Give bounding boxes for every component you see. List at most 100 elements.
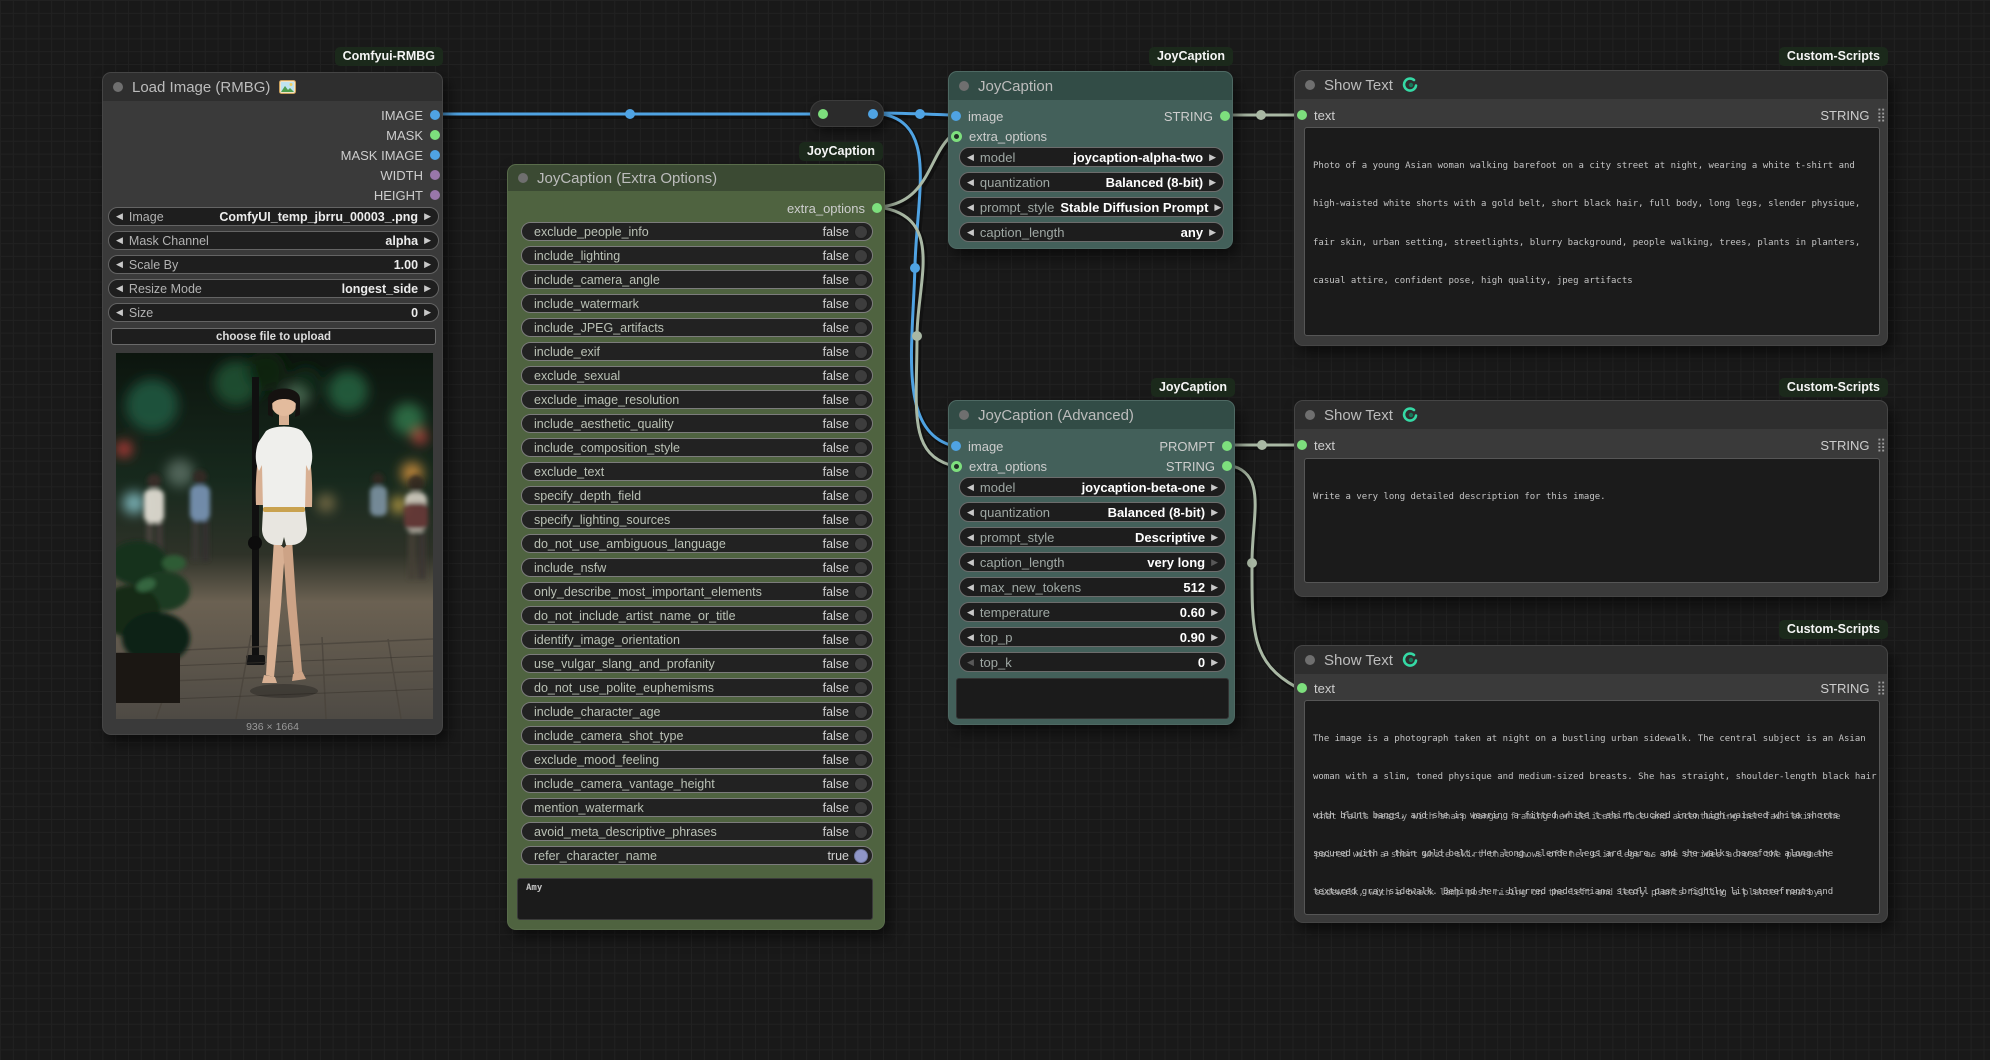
boolean-option-row[interactable]: specify_depth_field false [521, 486, 873, 505]
increment-arrow[interactable]: ▶ [1211, 658, 1218, 667]
boolean-option-row[interactable]: include_watermark false [521, 294, 873, 313]
boolean-option-row[interactable]: include_lighting false [521, 246, 873, 265]
increment-arrow[interactable]: ▶ [1211, 633, 1218, 642]
wire-string-to-showtext3[interactable] [1228, 465, 1296, 687]
boolean-option-row[interactable]: avoid_meta_descriptive_phrases false [521, 822, 873, 841]
joycaption-advanced-node[interactable]: JoyCaption (Advanced) image PROMPT extra… [948, 400, 1235, 725]
boolean-option-row[interactable]: do_not_include_artist_name_or_title fals… [521, 606, 873, 625]
image-input-port[interactable] [951, 111, 961, 121]
node-header[interactable]: JoyCaption [949, 72, 1232, 100]
boolean-option-row[interactable]: only_describe_most_important_elements fa… [521, 582, 873, 601]
toggle-circle[interactable] [854, 537, 868, 551]
toggle-circle[interactable] [854, 465, 868, 479]
boolean-option-row[interactable]: include_composition_style false [521, 438, 873, 457]
show-text-node-3[interactable]: Show Text text STRING⣿ The image is a ph… [1294, 645, 1888, 923]
collapse-dot[interactable] [113, 82, 123, 92]
toggle-circle[interactable] [854, 369, 868, 383]
collapse-dot[interactable] [959, 410, 969, 420]
boolean-option-row[interactable]: exclude_sexual false [521, 366, 873, 385]
toggle-circle[interactable] [854, 561, 868, 575]
boolean-option-row[interactable]: exclude_text false [521, 462, 873, 481]
increment-arrow[interactable]: ▶ [424, 212, 431, 221]
node-header[interactable]: Show Text [1295, 401, 1887, 429]
toggle-circle[interactable] [854, 489, 868, 503]
text-input-port[interactable] [1297, 440, 1307, 450]
boolean-option-row[interactable]: include_camera_angle false [521, 270, 873, 289]
toggle-circle[interactable] [854, 273, 868, 287]
grip-icon[interactable]: ⣿ [1876, 107, 1885, 123]
decrement-arrow[interactable]: ◀ [967, 508, 974, 517]
combo-widget[interactable]: ◀ Resize Mode longest_side ▶ [108, 279, 439, 298]
decrement-arrow[interactable]: ◀ [967, 633, 974, 642]
output-port[interactable] [430, 130, 440, 140]
combo-widget[interactable]: ◀ top_p 0.90 ▶ [959, 627, 1226, 647]
boolean-option-row[interactable]: include_exif false [521, 342, 873, 361]
combo-widget[interactable]: ◀ caption_length very long ▶ [959, 552, 1226, 572]
combo-widget[interactable]: ◀ temperature 0.60 ▶ [959, 602, 1226, 622]
toggle-circle[interactable] [854, 849, 868, 863]
caption-output-text[interactable]: Photo of a young Asian woman walking bar… [1304, 127, 1880, 336]
decrement-arrow[interactable]: ◀ [967, 658, 974, 667]
text-input-port[interactable] [1297, 683, 1307, 693]
toggle-circle[interactable] [854, 225, 868, 239]
increment-arrow[interactable]: ▶ [424, 308, 431, 317]
toggle-circle[interactable] [854, 441, 868, 455]
decrement-arrow[interactable]: ◀ [967, 583, 974, 592]
show-text-node-2[interactable]: Show Text text STRING⣿ Write a very long… [1294, 400, 1888, 597]
string-output-port[interactable] [1220, 111, 1230, 121]
combo-widget[interactable]: ◀ prompt_style Stable Diffusion Prompt ▶ [959, 197, 1224, 217]
node-header[interactable]: Load Image (RMBG) [103, 73, 442, 101]
decrement-arrow[interactable]: ◀ [967, 153, 974, 162]
increment-arrow[interactable]: ▶ [1209, 178, 1216, 187]
text-input-port[interactable] [1297, 110, 1307, 120]
boolean-option-row[interactable]: do_not_use_ambiguous_language false [521, 534, 873, 553]
reroute-node[interactable] [810, 100, 884, 127]
grip-icon[interactable]: ⣿ [1876, 437, 1885, 453]
boolean-option-row[interactable]: mention_watermark false [521, 798, 873, 817]
toggle-circle[interactable] [854, 585, 868, 599]
decrement-arrow[interactable]: ◀ [967, 228, 974, 237]
decrement-arrow[interactable]: ◀ [116, 212, 123, 221]
boolean-option-row[interactable]: specify_lighting_sources false [521, 510, 873, 529]
decrement-arrow[interactable]: ◀ [967, 483, 974, 492]
prompt-output-port[interactable] [1222, 441, 1232, 451]
boolean-option-row[interactable]: include_camera_vantage_height false [521, 774, 873, 793]
increment-arrow[interactable]: ▶ [424, 284, 431, 293]
combo-widget[interactable]: ◀ caption_length any ▶ [959, 222, 1224, 242]
increment-arrow[interactable]: ▶ [1211, 583, 1218, 592]
combo-widget[interactable]: ◀ model joycaption-beta-one ▶ [959, 477, 1226, 497]
reroute-output-port[interactable] [868, 109, 878, 119]
toggle-circle[interactable] [854, 825, 868, 839]
toggle-circle[interactable] [854, 729, 868, 743]
toggle-circle[interactable] [854, 705, 868, 719]
boolean-option-row[interactable]: use_vulgar_slang_and_profanity false [521, 654, 873, 673]
combo-widget[interactable]: ◀ quantization Balanced (8-bit) ▶ [959, 502, 1226, 522]
decrement-arrow[interactable]: ◀ [967, 608, 974, 617]
boolean-option-row[interactable]: do_not_use_polite_euphemisms false [521, 678, 873, 697]
output-port[interactable] [430, 190, 440, 200]
output-port[interactable] [430, 110, 440, 120]
combo-widget[interactable]: ◀ max_new_tokens 512 ▶ [959, 577, 1226, 597]
toggle-circle[interactable] [854, 657, 868, 671]
joycaption-node[interactable]: JoyCaption image STRING extra_options ◀ … [948, 71, 1233, 249]
combo-widget[interactable]: ◀ prompt_style Descriptive ▶ [959, 527, 1226, 547]
decrement-arrow[interactable]: ◀ [116, 284, 123, 293]
image-input-port[interactable] [951, 441, 961, 451]
toggle-circle[interactable] [854, 609, 868, 623]
increment-arrow[interactable]: ▶ [424, 236, 431, 245]
boolean-option-row[interactable]: include_aesthetic_quality false [521, 414, 873, 433]
collapse-dot[interactable] [1305, 410, 1315, 420]
collapse-dot[interactable] [959, 81, 969, 91]
combo-widget[interactable]: ◀ Size 0 ▶ [108, 303, 439, 322]
extra-options-input-port[interactable] [951, 461, 962, 472]
string-output-port[interactable] [1222, 461, 1232, 471]
character-name-textarea[interactable]: Amy [517, 878, 873, 920]
increment-arrow[interactable]: ▶ [1211, 558, 1218, 567]
node-header[interactable]: Show Text [1295, 646, 1887, 674]
combo-widget[interactable]: ◀ top_k 0 ▶ [959, 652, 1226, 672]
combo-widget[interactable]: ◀ Image ComfyUI_temp_jbrru_00003_.png ▶ [108, 207, 439, 226]
increment-arrow[interactable]: ▶ [1211, 533, 1218, 542]
toggle-circle[interactable] [854, 753, 868, 767]
toggle-circle[interactable] [854, 777, 868, 791]
prompt-output-text[interactable]: Write a very long detailed description f… [1304, 458, 1880, 583]
